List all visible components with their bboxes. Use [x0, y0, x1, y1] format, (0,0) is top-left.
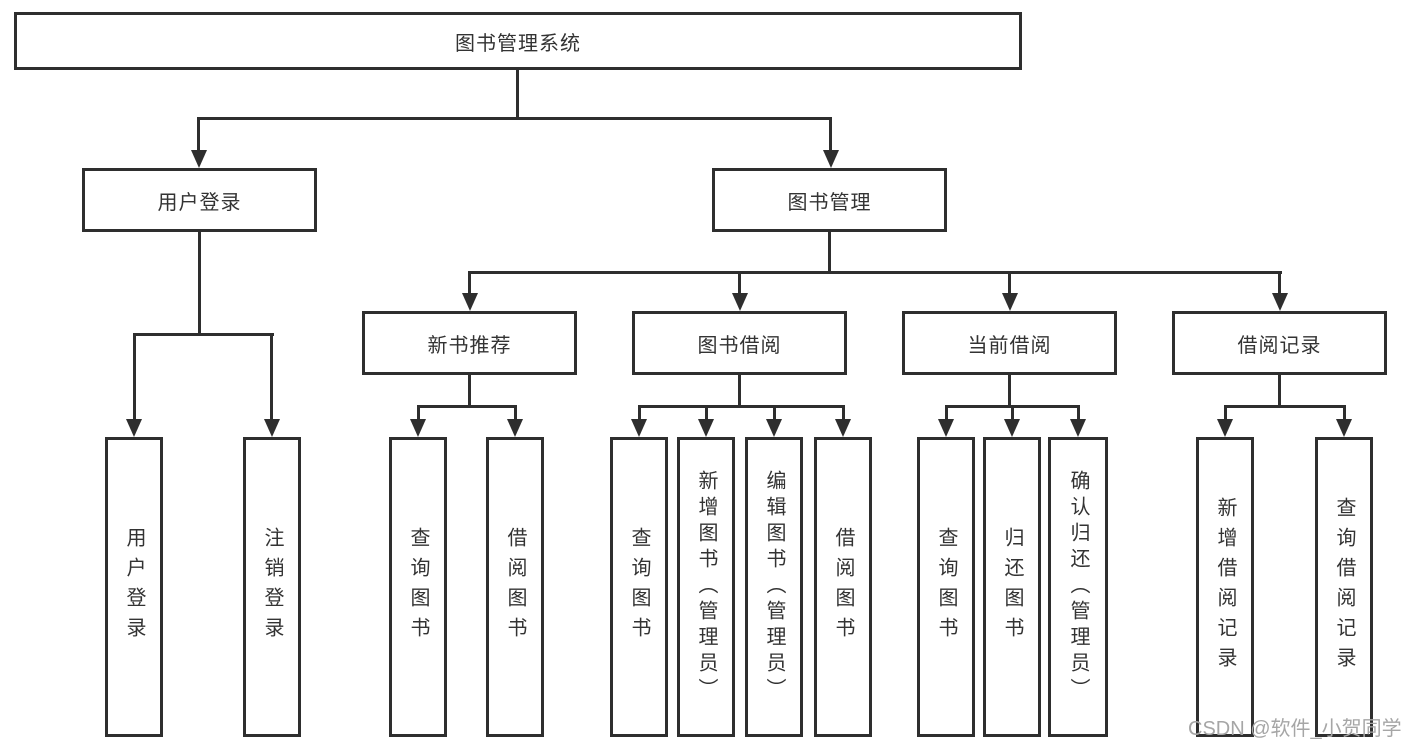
- connector-line: [1011, 405, 1014, 419]
- leaf-label: 确认归还（管理员）: [1067, 470, 1089, 704]
- leaf-label: 查询图书: [935, 527, 957, 647]
- connector-line: [1278, 271, 1281, 293]
- leaf-query-books-current: 查询图书: [917, 437, 975, 737]
- leaf-label: 借阅图书: [504, 527, 526, 647]
- connector-line: [1008, 271, 1011, 293]
- leaf-query-borrow-record: 查询借阅记录: [1315, 437, 1373, 737]
- arrowhead-down-icon: [410, 419, 426, 437]
- connector-line: [1008, 375, 1011, 408]
- arrowhead-down-icon: [126, 419, 142, 437]
- arrowhead-down-icon: [1070, 419, 1086, 437]
- connector-line: [198, 232, 201, 336]
- connector-line: [197, 117, 200, 151]
- group-book-borrow: 图书借阅: [632, 311, 847, 375]
- arrowhead-down-icon: [698, 419, 714, 437]
- leaf-edit-books-admin: 编辑图书（管理员）: [745, 437, 803, 737]
- arrowhead-down-icon: [264, 419, 280, 437]
- connector-line: [417, 405, 420, 419]
- node-label: 图书管理: [787, 191, 872, 214]
- leaf-label: 编辑图书（管理员）: [763, 470, 785, 704]
- connector-line: [738, 375, 741, 408]
- leaf-label: 归还图书: [1001, 527, 1023, 647]
- connector-line: [133, 333, 274, 336]
- leaf-borrow-books-recommend: 借阅图书: [486, 437, 544, 737]
- arrowhead-down-icon: [507, 419, 523, 437]
- arrowhead-down-icon: [823, 150, 839, 168]
- arrowhead-down-icon: [766, 419, 782, 437]
- leaf-label: 借阅图书: [832, 527, 854, 647]
- connector-line: [738, 271, 741, 293]
- connector-line: [514, 405, 517, 419]
- connector-line: [417, 405, 517, 408]
- arrowhead-down-icon: [835, 419, 851, 437]
- connector-line: [705, 405, 708, 419]
- node-book-management-branch: 图书管理: [712, 168, 947, 232]
- leaf-label: 注销登录: [261, 527, 283, 647]
- arrowhead-down-icon: [1004, 419, 1020, 437]
- arrowhead-down-icon: [1217, 419, 1233, 437]
- leaf-query-books-recommend: 查询图书: [389, 437, 447, 737]
- connector-line: [197, 117, 832, 120]
- group-current-borrow: 当前借阅: [902, 311, 1117, 375]
- arrowhead-down-icon: [462, 293, 478, 311]
- group-borrow-records: 借阅记录: [1172, 311, 1387, 375]
- connector-line: [828, 232, 831, 273]
- node-root-label: 图书管理系统: [455, 32, 581, 55]
- leaf-label: 查询图书: [628, 527, 650, 647]
- leaf-label: 新增借阅记录: [1214, 497, 1236, 677]
- arrowhead-down-icon: [1002, 293, 1018, 311]
- csdn-watermark: CSDN @软件_小贺同学: [1188, 718, 1402, 740]
- leaf-label: 查询借阅记录: [1333, 497, 1355, 677]
- connector-line: [1278, 375, 1281, 408]
- connector-line: [773, 405, 776, 419]
- leaf-label: 用户登录: [123, 527, 145, 647]
- arrowhead-down-icon: [631, 419, 647, 437]
- connector-line: [1077, 405, 1080, 419]
- leaf-borrow-books: 借阅图书: [814, 437, 872, 737]
- connector-line: [638, 405, 845, 408]
- node-label: 当前借阅: [967, 334, 1052, 357]
- node-label: 借阅记录: [1237, 334, 1322, 357]
- node-label: 图书借阅: [697, 334, 782, 357]
- node-user-login-branch: 用户登录: [82, 168, 317, 232]
- connector-line: [468, 375, 471, 408]
- node-label: 新书推荐: [427, 334, 512, 357]
- node-label: 用户登录: [157, 191, 242, 214]
- leaf-label: 查询图书: [407, 527, 429, 647]
- connector-line: [829, 117, 832, 151]
- node-root: 图书管理系统: [14, 12, 1022, 70]
- connector-line: [1343, 405, 1346, 419]
- leaf-confirm-return-admin: 确认归还（管理员）: [1048, 437, 1108, 737]
- group-new-book-recommend: 新书推荐: [362, 311, 577, 375]
- connector-line: [133, 333, 136, 419]
- arrowhead-down-icon: [191, 150, 207, 168]
- connector-line: [638, 405, 641, 419]
- arrowhead-down-icon: [1272, 293, 1288, 311]
- leaf-query-books: 查询图书: [610, 437, 668, 737]
- connector-line: [842, 405, 845, 419]
- leaf-label: 新增图书（管理员）: [695, 470, 717, 704]
- leaf-add-books-admin: 新增图书（管理员）: [677, 437, 735, 737]
- connector-line: [1224, 405, 1346, 408]
- connector-line: [516, 70, 519, 118]
- leaf-logout: 注销登录: [243, 437, 301, 737]
- arrowhead-down-icon: [1336, 419, 1352, 437]
- connector-line: [1224, 405, 1227, 419]
- arrowhead-down-icon: [732, 293, 748, 311]
- connector-line: [270, 333, 273, 419]
- connector-line: [468, 271, 471, 293]
- connector-line: [468, 271, 1282, 274]
- arrowhead-down-icon: [938, 419, 954, 437]
- leaf-return-books: 归还图书: [983, 437, 1041, 737]
- leaf-user-login: 用户登录: [105, 437, 163, 737]
- leaf-add-borrow-record: 新增借阅记录: [1196, 437, 1254, 737]
- connector-line: [945, 405, 948, 419]
